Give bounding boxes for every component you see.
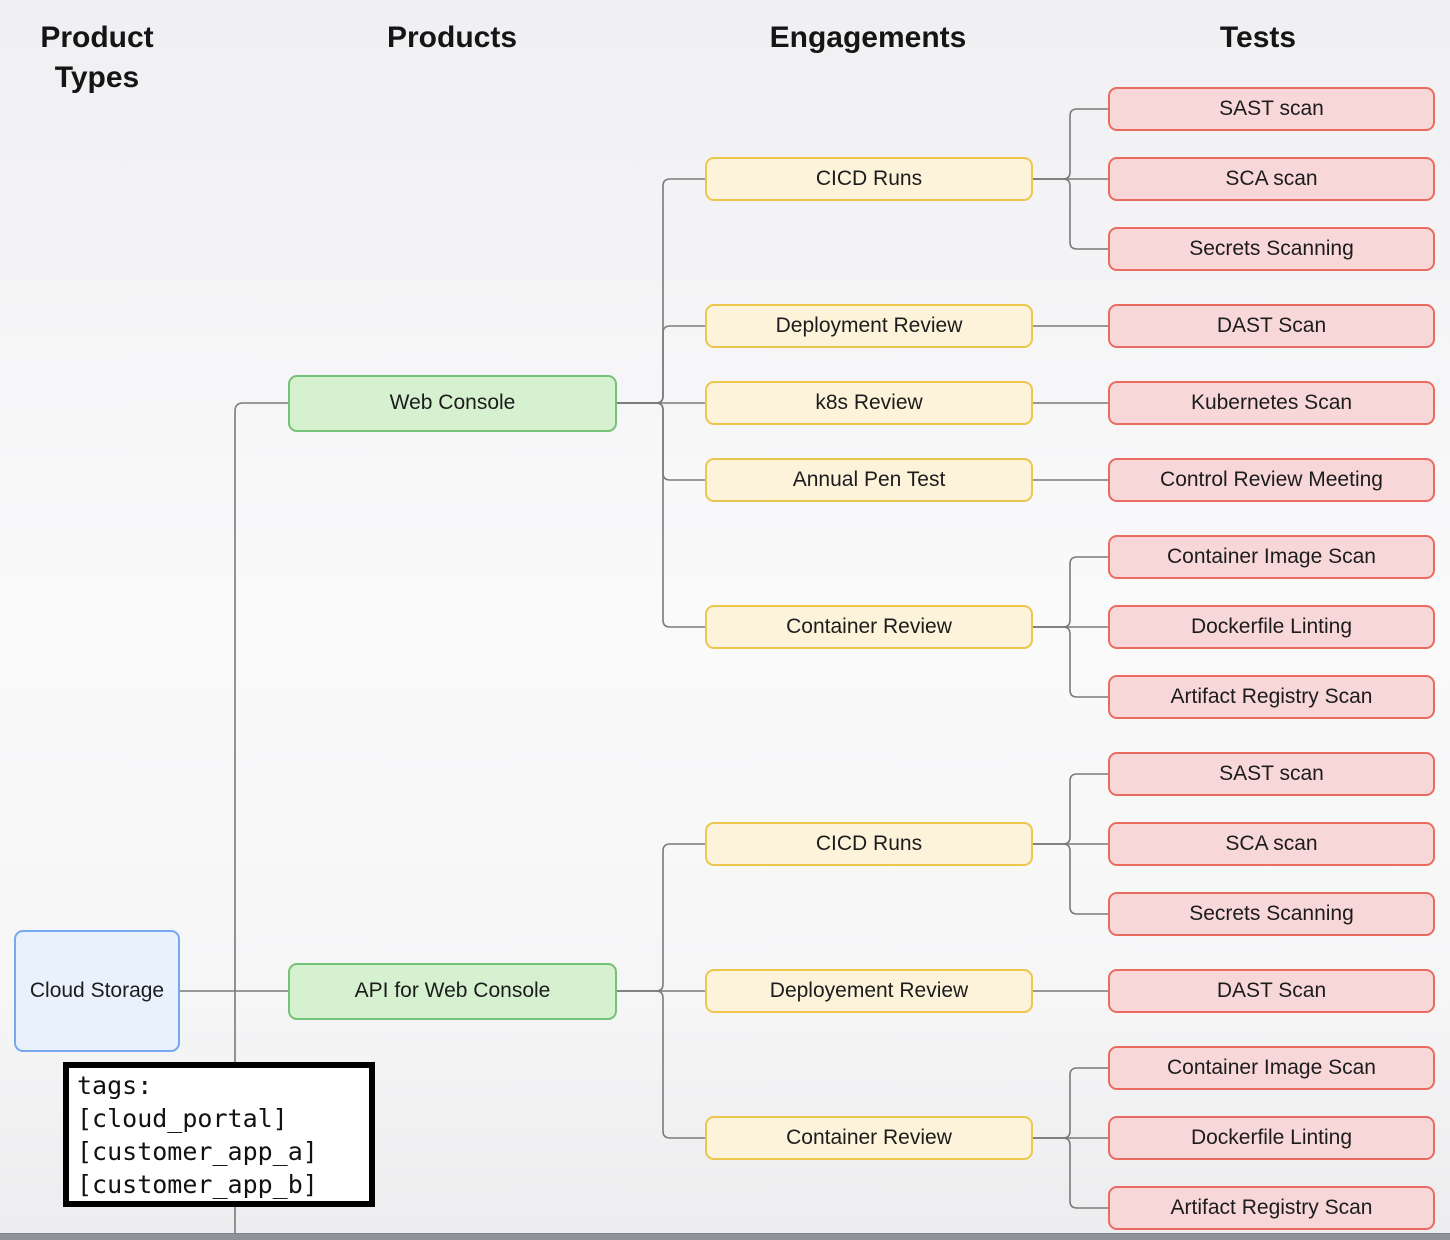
test-node-kubernetes-scan: Kubernetes Scan — [1108, 381, 1435, 425]
connector-line — [1033, 178, 1108, 250]
connector-line — [617, 402, 705, 628]
connector-line — [617, 990, 705, 1139]
engagement-node-container-review: Container Review — [705, 605, 1033, 649]
product-node-web-console: Web Console — [288, 375, 617, 432]
connector-line — [1033, 556, 1108, 628]
horizontal-scrollbar[interactable] — [0, 1233, 1450, 1240]
test-node-control-review-meeting: Control Review Meeting — [1108, 458, 1435, 502]
column-header-products: Products — [386, 21, 518, 54]
engagement-node-cicd-runs: CICD Runs — [705, 157, 1033, 201]
test-node-dast-scan: DAST Scan — [1108, 969, 1435, 1013]
column-header-tests: Tests — [1219, 21, 1297, 54]
test-node-dast-scan: DAST Scan — [1108, 304, 1435, 348]
test-node-container-image-scan: Container Image Scan — [1108, 535, 1435, 579]
connector-line — [234, 402, 288, 1240]
test-node-secrets-scanning: Secrets Scanning — [1108, 227, 1435, 271]
engagement-node-annual-pen-test: Annual Pen Test — [705, 458, 1033, 502]
test-node-dockerfile-linting: Dockerfile Linting — [1108, 605, 1435, 649]
connector-line — [1033, 1137, 1108, 1209]
connector-line — [1033, 843, 1108, 915]
connector-line — [617, 325, 705, 404]
tags-annotation-line: [customer_app_a] — [77, 1137, 318, 1166]
test-node-sca-scan: SCA scan — [1108, 157, 1435, 201]
test-node-container-image-scan: Container Image Scan — [1108, 1046, 1435, 1090]
engagement-node-k8s-review: k8s Review — [705, 381, 1033, 425]
engagement-node-deployement-review: Deployement Review — [705, 969, 1033, 1013]
test-node-artifact-registry-scan: Artifact Registry Scan — [1108, 675, 1435, 719]
tags-annotation-line: [customer_app_b] — [77, 1170, 318, 1199]
connector-line — [617, 178, 705, 404]
connector-line — [1033, 773, 1108, 845]
test-node-sca-scan: SCA scan — [1108, 822, 1435, 866]
engagement-node-container-review: Container Review — [705, 1116, 1033, 1160]
tags-annotation-line: [cloud_portal] — [77, 1104, 288, 1133]
column-header-product-types: Product Types — [40, 21, 154, 94]
connector-line — [1033, 1067, 1108, 1139]
engagement-node-cicd-runs: CICD Runs — [705, 822, 1033, 866]
connector-line — [1033, 626, 1108, 698]
engagement-node-deployment-review: Deployment Review — [705, 304, 1033, 348]
connector-line — [1033, 108, 1108, 180]
column-header-engagements: Engagements — [769, 21, 967, 54]
tags-annotation-line: tags: — [77, 1071, 153, 1100]
test-node-sast-scan: SAST scan — [1108, 87, 1435, 131]
connector-line — [617, 843, 705, 992]
test-node-dockerfile-linting: Dockerfile Linting — [1108, 1116, 1435, 1160]
product-node-api-for-web-console: API for Web Console — [288, 963, 617, 1020]
product-type-node-cloud-storage: Cloud Storage — [14, 930, 180, 1052]
tags-annotation-box: tags: [cloud_portal] [customer_app_a] [c… — [63, 1062, 375, 1207]
test-node-sast-scan: SAST scan — [1108, 752, 1435, 796]
test-node-secrets-scanning: Secrets Scanning — [1108, 892, 1435, 936]
connector-line — [617, 402, 705, 481]
test-node-artifact-registry-scan: Artifact Registry Scan — [1108, 1186, 1435, 1230]
